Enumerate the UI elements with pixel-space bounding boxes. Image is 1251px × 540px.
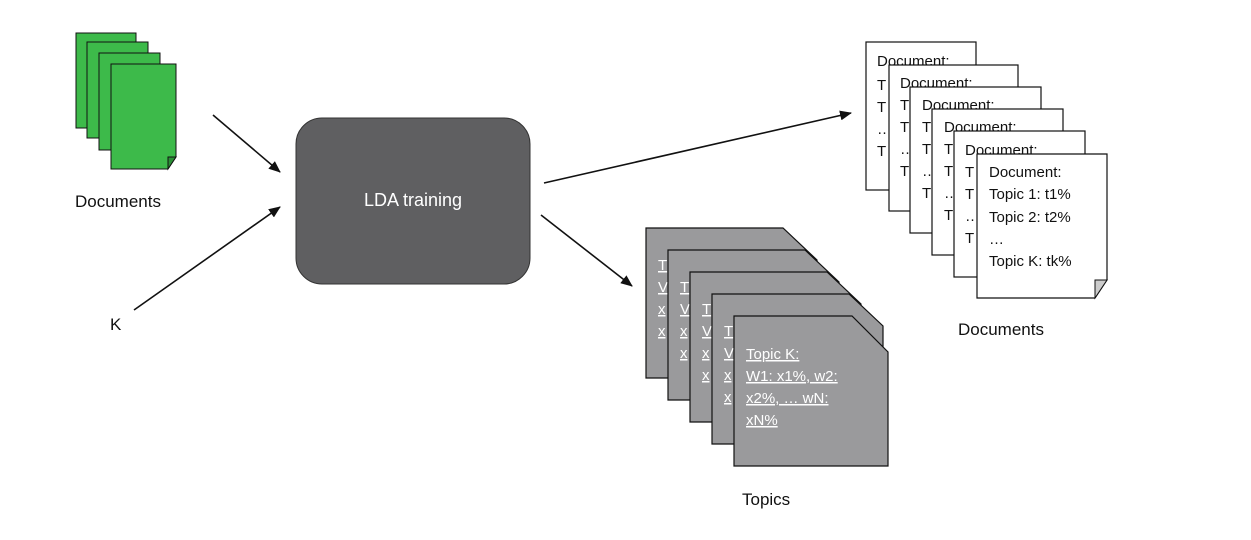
topic-front-line-2: W1: x1%, w2:	[746, 368, 838, 385]
svg-text:…: …	[877, 121, 892, 138]
svg-text:x: x	[702, 345, 710, 362]
svg-text:T: T	[965, 164, 974, 181]
output-doc-front-page: Document: Topic 1: t1% Topic 2: t2% … To…	[976, 153, 1108, 300]
svg-text:T: T	[877, 77, 886, 94]
svg-text:x: x	[680, 323, 688, 340]
arrow-documents-to-lda	[212, 114, 281, 173]
svg-text:…: …	[965, 208, 980, 225]
topic-front-line-3: x2%, … wN:	[746, 390, 829, 407]
svg-text:V: V	[658, 279, 668, 296]
svg-text:x: x	[658, 301, 666, 318]
svg-text:T: T	[658, 257, 667, 274]
svg-text:T: T	[900, 97, 909, 114]
svg-text:x: x	[680, 345, 688, 362]
svg-text:T: T	[900, 163, 909, 180]
svg-text:T: T	[944, 163, 953, 180]
svg-text:T: T	[965, 230, 974, 247]
topic-card-front: Topic K: W1: x1%, w2: x2%, … wN: xN%	[733, 315, 889, 467]
svg-text:T: T	[877, 99, 886, 116]
svg-text:x: x	[702, 367, 710, 384]
svg-text:x: x	[724, 389, 732, 406]
topic-front-line-4: xN%	[746, 412, 778, 429]
front-doc-line-1: Document:	[989, 164, 1062, 181]
svg-text:T: T	[680, 279, 689, 296]
front-page-fold	[1094, 279, 1108, 300]
svg-text:V: V	[680, 301, 690, 318]
output-documents-label: Documents	[958, 320, 1044, 339]
svg-text:T: T	[944, 207, 953, 224]
svg-text:V: V	[724, 345, 734, 362]
arrow-lda-to-topics	[540, 214, 633, 287]
green-page-4	[110, 63, 177, 170]
topic-front-line-1: Topic K:	[746, 346, 799, 363]
svg-text:T: T	[922, 119, 931, 136]
svg-text:T: T	[965, 186, 974, 203]
arrow-k-to-lda	[133, 206, 281, 311]
k-label: K	[110, 315, 122, 334]
lda-training-label: LDA training	[364, 190, 462, 210]
front-doc-line-4: …	[989, 231, 1004, 248]
output-documents-stack: Document: T T … T Document: T T … T Docu…	[865, 41, 1108, 300]
front-doc-line-2: Topic 1: t1%	[989, 186, 1071, 203]
svg-text:T: T	[922, 185, 931, 202]
svg-text:T: T	[724, 323, 733, 340]
front-doc-line-5: Topic K: tk%	[989, 253, 1072, 270]
arrow-lda-to-documents	[543, 110, 852, 184]
svg-text:x: x	[658, 323, 666, 340]
lda-training-box	[295, 117, 531, 285]
input-documents-label: Documents	[75, 192, 161, 211]
svg-text:x: x	[724, 367, 732, 384]
svg-text:V: V	[702, 323, 712, 340]
topics-label: Topics	[742, 490, 790, 509]
svg-text:T: T	[877, 143, 886, 160]
svg-text:T: T	[900, 119, 909, 136]
input-documents-stack	[75, 32, 177, 171]
svg-text:T: T	[944, 141, 953, 158]
svg-text:T: T	[702, 301, 711, 318]
topics-stack: T V x x T V x x T V x x T V x x Topi	[645, 227, 889, 467]
svg-text:T: T	[922, 141, 931, 158]
green-page-fold	[167, 156, 177, 171]
front-doc-line-3: Topic 2: t2%	[989, 209, 1071, 226]
